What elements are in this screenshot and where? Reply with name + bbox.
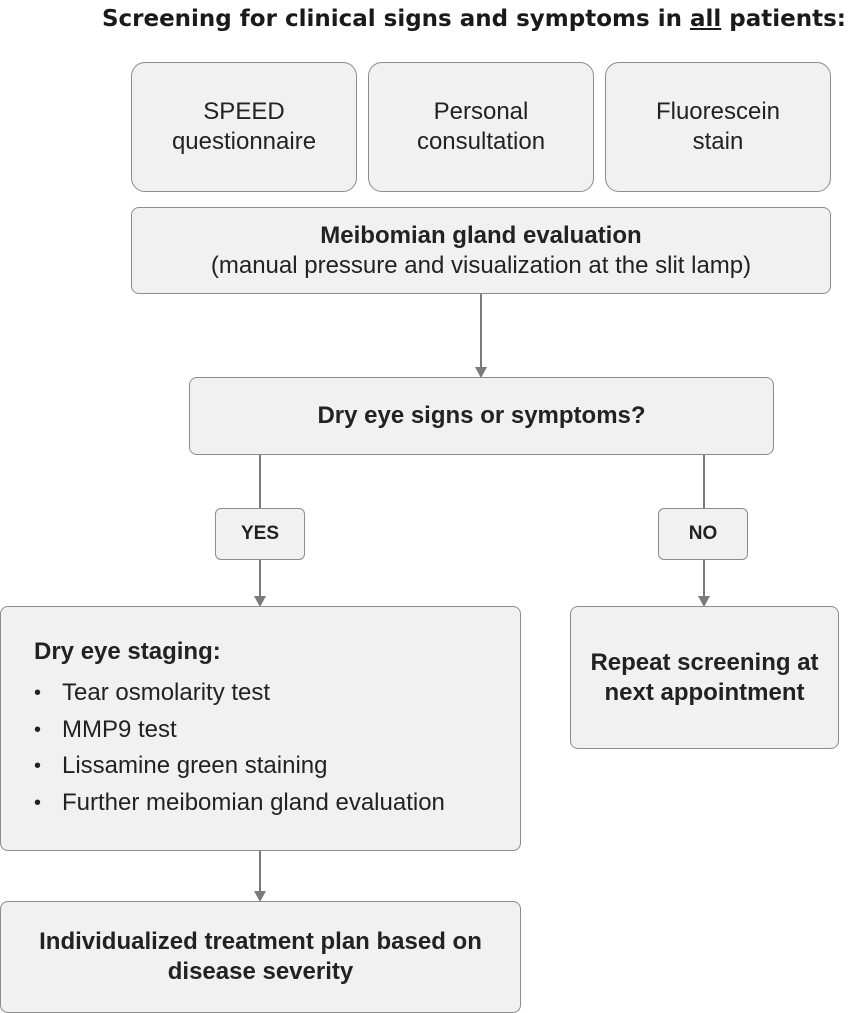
speed-questionnaire-box: SPEED questionnaire	[131, 62, 357, 192]
page-title: Screening for clinical signs and symptom…	[0, 6, 846, 32]
fluorescein-line-1: Fluorescein	[655, 98, 781, 125]
staging-heading: Dry eye staging:	[34, 638, 221, 665]
meibomian-subtitle: (manual pressure and visualization at th…	[210, 251, 752, 279]
treatment-line-1: Individualized treatment plan based on	[39, 928, 482, 955]
arrowhead-decision	[475, 367, 487, 378]
speed-line-2: questionnaire	[171, 128, 317, 155]
yes-label-text: YES	[240, 523, 280, 544]
staging-item: • MMP9 test	[34, 712, 520, 749]
bullet-icon: •	[34, 718, 42, 741]
repeat-line-1: Repeat screening at	[590, 648, 819, 676]
staging-item-text: Tear osmolarity test	[62, 679, 271, 706]
title-suffix: patients:	[721, 6, 846, 32]
staging-item: • Tear osmolarity test	[34, 675, 520, 712]
meibomian-evaluation-box: Meibomian gland evaluation (manual press…	[131, 207, 831, 294]
bullet-icon: •	[34, 791, 42, 814]
fluorescein-line-2: stain	[692, 128, 744, 155]
arrowhead-treatment	[254, 891, 266, 902]
decision-question: Dry eye signs or symptoms?	[317, 402, 646, 429]
meibomian-title: Meibomian gland evaluation	[320, 221, 642, 249]
treatment-plan-box: Individualized treatment plan based on d…	[0, 901, 521, 1013]
decision-box: Dry eye signs or symptoms?	[189, 377, 774, 455]
staging-list: • Tear osmolarity test • MMP9 test • Lissam…	[34, 675, 520, 821]
staging-item: • Further meibomian gland evaluation	[34, 785, 520, 822]
fluorescein-stain-box: Fluorescein stain	[605, 62, 831, 192]
repeat-screening-box: Repeat screening at next appointment	[570, 606, 839, 749]
staging-item: • Lissamine green staining	[34, 748, 520, 785]
treatment-line-2: disease severity	[167, 958, 354, 985]
yes-label: YES	[215, 508, 305, 560]
no-label: NO	[658, 508, 748, 560]
bullet-icon: •	[34, 755, 42, 777]
speed-line-1: SPEED	[203, 98, 285, 125]
arrowhead-staging	[254, 596, 266, 607]
no-label-text: NO	[688, 523, 718, 544]
consultation-line-2: consultation	[416, 128, 546, 155]
title-prefix: Screening for clinical signs and symptom…	[101, 6, 690, 32]
staging-item-text: MMP9 test	[62, 715, 177, 743]
dry-eye-staging-box: Dry eye staging: • Tear osmolarity test •…	[0, 606, 521, 851]
arrowhead-repeat	[698, 596, 710, 607]
staging-item-text: Further meibomian gland evaluation	[62, 788, 445, 816]
staging-item-text: Lissamine green staining	[62, 752, 328, 779]
repeat-line-2: next appointment	[604, 678, 805, 706]
consultation-line-1: Personal	[433, 98, 529, 125]
bullet-icon: •	[34, 682, 42, 704]
personal-consultation-box: Personal consultation	[368, 62, 594, 192]
title-emphasis: all	[689, 6, 722, 32]
